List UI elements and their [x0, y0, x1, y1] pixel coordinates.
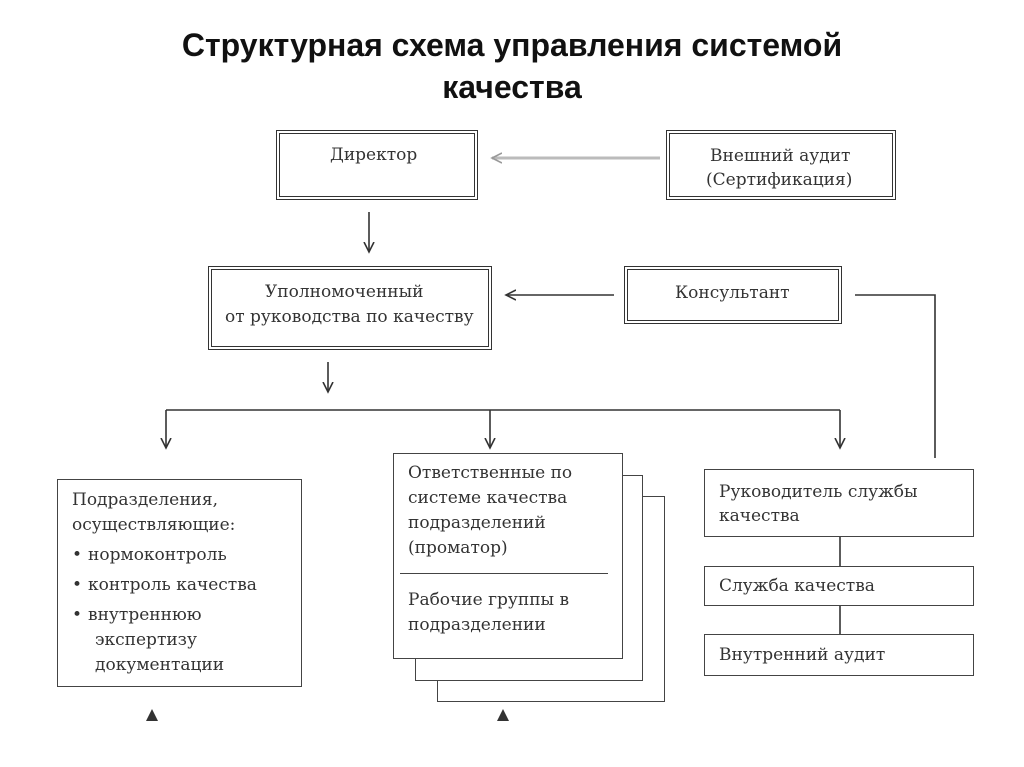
quality-head-box	[704, 469, 974, 537]
line-consultant-to-quality-head	[855, 294, 936, 458]
work-groups-line-1: Рабочие группы в	[408, 590, 570, 610]
departments-heading-2: осуществляющие:	[72, 515, 236, 535]
authorized-line-1: Уполномоченный	[265, 282, 424, 302]
work-groups-line-2: подразделении	[408, 615, 546, 635]
responsible-line-3: подразделений	[408, 513, 546, 533]
responsible-box	[393, 453, 623, 659]
authorized-line-2: от руководства по качеству	[225, 307, 474, 327]
page-title-line-1: Структурная схема управления системой	[181, 27, 843, 63]
authorized-representative-box	[208, 266, 492, 350]
quality-head-line-2: качества	[719, 506, 800, 526]
departments-item-3-cont-1: экспертизу	[95, 630, 197, 650]
internal-audit-box	[704, 634, 974, 676]
responsible-line-1: Ответственные по	[408, 463, 573, 483]
departments-item-3-cont-2: документации	[95, 655, 225, 675]
triangle-marker-left	[146, 709, 158, 721]
external-audit-line-1: Внешний аудит	[710, 146, 851, 166]
departments-item-3: внутреннюю	[72, 603, 202, 627]
departments-heading-1: Подразделения,	[72, 490, 218, 510]
triangle-marker-middle	[497, 709, 509, 721]
responsible-line-4: (проматор)	[408, 538, 508, 558]
responsible-line-2: системе качества	[408, 488, 568, 508]
consultant-label: Консультант	[675, 283, 790, 303]
quality-head-line-1: Руководитель службы	[719, 482, 918, 502]
page-title-line-2: качества	[442, 69, 582, 105]
external-audit-box	[666, 130, 896, 200]
quality-service-label: Служба качества	[719, 576, 875, 596]
director-box	[276, 130, 478, 200]
responsible-divider	[400, 573, 608, 574]
internal-audit-label: Внутренний аудит	[719, 645, 886, 665]
departments-item-1: нормоконтроль	[72, 543, 227, 567]
consultant-box	[624, 266, 842, 324]
departments-item-2: контроль качества	[72, 573, 257, 597]
external-audit-line-2: (Сертификация)	[706, 170, 853, 190]
director-label: Директор	[330, 145, 418, 165]
quality-service-box	[704, 566, 974, 606]
